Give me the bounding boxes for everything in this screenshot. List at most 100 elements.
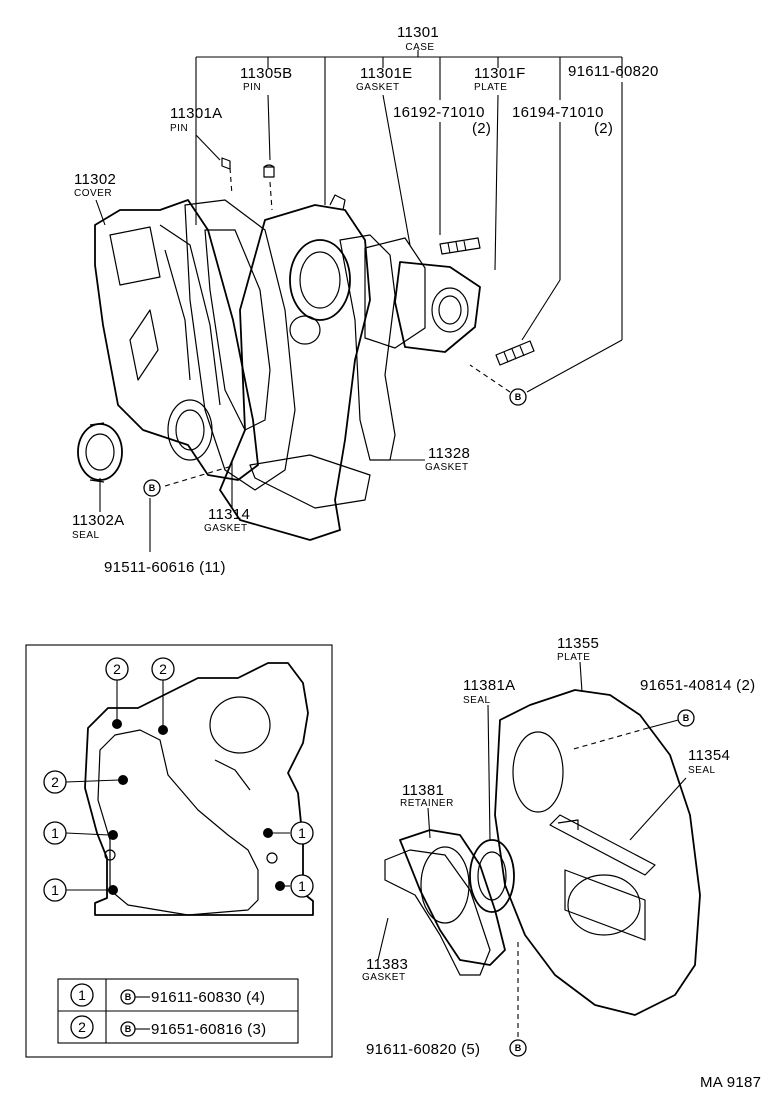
label-91611-60820-bottom: 91611-60820 (5): [366, 1041, 480, 1058]
svg-text:GASKET: GASKET: [362, 972, 406, 983]
svg-text:SEAL: SEAL: [688, 765, 716, 776]
svg-text:1: 1: [51, 882, 59, 898]
timing-case-11301-part: [219, 194, 371, 541]
rear-leader-lines: [517, 661, 687, 1040]
stud-16192-part: [439, 237, 481, 255]
svg-text:16194-71010: 16194-71010: [512, 104, 604, 121]
svg-text:B: B: [515, 1043, 522, 1053]
stud-16194-part: [495, 340, 535, 366]
pin-11301a-part: [221, 157, 231, 170]
svg-text:1: 1: [51, 825, 59, 841]
svg-text:1: 1: [298, 878, 306, 894]
svg-text:PIN: PIN: [243, 82, 261, 93]
bolt-legend-table: [57, 978, 299, 1044]
svg-text:11383: 11383: [366, 956, 408, 973]
svg-text:91651-60816 (3): 91651-60816 (3): [151, 1021, 266, 1038]
seal-11302a-part: [77, 422, 123, 483]
svg-text:1: 1: [78, 987, 86, 1003]
inset-marker-2-top-right: 2: [151, 657, 175, 681]
svg-text:11301E: 11301E: [360, 65, 412, 82]
label-11354: 11354 SEAL: [688, 747, 730, 776]
label-11355: 11355 PLATE: [557, 635, 599, 663]
svg-text:GASKET: GASKET: [356, 82, 400, 93]
svg-text:11381: 11381: [402, 782, 444, 799]
bolt-marker-b-top-left: B: [143, 479, 161, 497]
legend-row-2: 2 B 91651-60816 (3): [70, 1015, 266, 1039]
svg-text:11302A: 11302A: [72, 512, 124, 529]
svg-text:GASKET: GASKET: [425, 462, 469, 473]
label-11305b: 11305B PIN: [240, 65, 292, 93]
svg-text:11302: 11302: [74, 171, 116, 188]
svg-text:SEAL: SEAL: [463, 695, 491, 706]
svg-text:(2): (2): [594, 120, 613, 137]
svg-text:11301: 11301: [397, 24, 439, 41]
label-16194: 16194-71010 (2): [512, 104, 613, 137]
svg-text:11355: 11355: [557, 635, 599, 652]
svg-text:B: B: [149, 483, 156, 493]
oil-seal-11381a-part: [469, 704, 515, 913]
label-11302: 11302 COVER: [74, 171, 116, 199]
svg-text:91611-60820: 91611-60820: [568, 63, 659, 80]
bolt-marker-b-bottom: B: [509, 1039, 527, 1057]
case-leader-bracket: [195, 50, 623, 225]
svg-text:B: B: [125, 1024, 132, 1034]
label-16192: 16192-71010 (2): [393, 104, 491, 137]
label-11301: 11301 CASE: [397, 24, 439, 53]
svg-text:11381A: 11381A: [463, 677, 515, 694]
label-11301a: 11301A PIN: [170, 105, 222, 134]
inset-marker-2-top-left: 2: [105, 657, 129, 681]
plate-11301f-part: [394, 261, 481, 353]
oil-seal-retainer-11381-part: [399, 807, 506, 966]
svg-text:91611-60820 (5): 91611-60820 (5): [366, 1041, 480, 1058]
svg-text:B: B: [683, 713, 690, 723]
svg-text:GASKET: GASKET: [204, 523, 248, 534]
inset-marker-1-right-upper: 1: [290, 821, 314, 845]
svg-text:16192-71010: 16192-71010: [393, 104, 485, 121]
pin-11305b-part: [263, 164, 275, 178]
svg-text:SEAL: SEAL: [72, 530, 100, 541]
inset-marker-2-left: 2: [43, 770, 67, 794]
inset-marker-1-right-lower: 1: [290, 874, 314, 898]
bolt-location-inset: [25, 644, 333, 1058]
svg-text:1: 1: [298, 825, 306, 841]
gasket-11328-part: [339, 234, 396, 461]
svg-text:11354: 11354: [688, 747, 730, 764]
label-11381a: 11381A SEAL: [463, 677, 515, 706]
gasket-11301e-part: [364, 237, 426, 349]
svg-text:2: 2: [51, 774, 59, 790]
legend-row-1: 1 B 91611-60830 (4): [70, 983, 265, 1007]
bolt-marker-b-top-right: B: [509, 388, 527, 406]
svg-text:B: B: [515, 392, 522, 402]
label-11383: 11383 GASKET: [362, 956, 408, 983]
label-11328: 11328 GASKET: [425, 445, 470, 473]
svg-text:11305B: 11305B: [240, 65, 292, 82]
gasket-11383-part: [377, 849, 491, 976]
svg-text:91651-40814 (2): 91651-40814 (2): [640, 677, 755, 694]
label-91611-60820-top: 91611-60820: [568, 63, 659, 80]
gasket-11314-part: [184, 199, 296, 491]
inset-marker-1-left-upper: 1: [43, 821, 67, 845]
timing-cover-11302-part: [94, 199, 259, 481]
label-11301f: 11301F PLATE: [474, 65, 525, 93]
label-11381: 11381 RETAINER: [400, 782, 454, 809]
svg-text:RETAINER: RETAINER: [400, 798, 454, 809]
figure-code: MA 9187: [700, 1074, 761, 1091]
svg-text:PIN: PIN: [170, 123, 188, 134]
svg-text:(2): (2): [472, 120, 491, 137]
label-11301e: 11301E GASKET: [356, 65, 412, 93]
svg-text:PLATE: PLATE: [474, 82, 507, 93]
top-leader-lines: [95, 82, 623, 552]
svg-text:CASE: CASE: [405, 42, 434, 53]
bolt-marker-b-plate: B: [677, 709, 695, 727]
rear-plate-11355-part: [494, 689, 701, 1016]
svg-text:COVER: COVER: [74, 188, 112, 199]
svg-text:MA 9187: MA 9187: [700, 1074, 761, 1091]
seal-11354-part: [549, 814, 656, 876]
label-91651-40814: 91651-40814 (2): [640, 677, 755, 694]
svg-text:11301A: 11301A: [170, 105, 222, 122]
svg-text:91511-60616 (11): 91511-60616 (11): [104, 559, 226, 576]
svg-text:11328: 11328: [428, 445, 470, 462]
svg-text:2: 2: [159, 661, 167, 677]
